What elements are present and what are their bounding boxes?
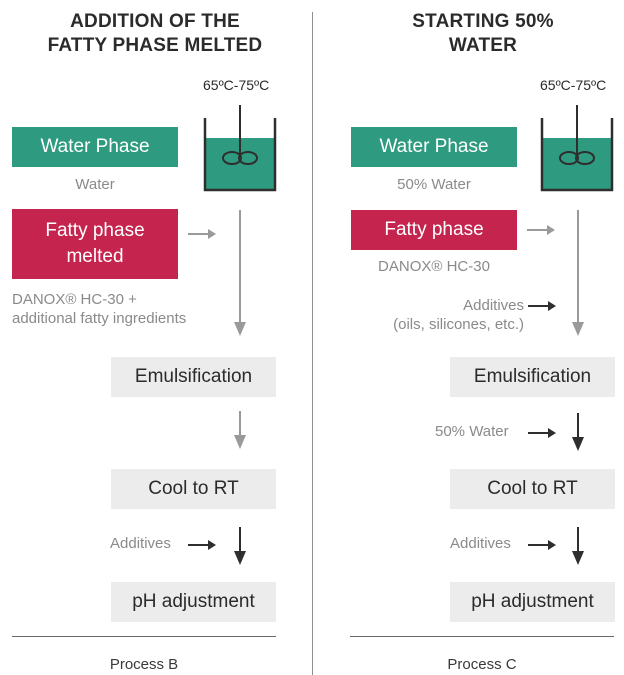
arrow-icon: [572, 527, 584, 565]
fatty-phase-note: DANOX® HC-30 + additional fatty ingredie…: [12, 291, 187, 327]
process-c-temperature: 65ºC-75ºC: [540, 77, 607, 93]
arrow-icon: [528, 301, 556, 311]
column-divider: [312, 12, 313, 675]
process-c-caption: Process C: [447, 656, 517, 673]
arrow-icon: [188, 540, 216, 550]
mixing-tank-icon: [540, 105, 614, 192]
fatty-phase-sub: DANOX® HC-30: [378, 258, 490, 275]
arrow-icon: [572, 210, 584, 336]
step-emulsification: Emulsification: [111, 357, 276, 397]
arrow-icon: [528, 540, 556, 550]
arrow-icon: [528, 428, 556, 438]
arrow-icon: [572, 413, 584, 451]
step-ph-adjustment: pH adjustment: [111, 582, 276, 622]
water-phase-sub: 50% Water: [397, 176, 471, 193]
arrow-icon: [527, 225, 555, 235]
step-emulsification: Emulsification: [450, 357, 615, 397]
step-cool-to-rt: Cool to RT: [111, 469, 276, 509]
fatty-phase-box: Fatty phase: [351, 210, 517, 250]
process-b-caption: Process B: [109, 656, 179, 673]
water-phase-sub: Water: [75, 176, 115, 193]
process-b-title: ADDITION OF THE FATTY PHASE MELTED: [47, 11, 263, 56]
caption-rule: [12, 636, 276, 637]
caption-rule: [350, 636, 614, 637]
additives-label: Additives: [110, 535, 171, 552]
fatty-phase-box: Fatty phase melted: [12, 209, 178, 279]
water-phase-box: Water Phase: [12, 127, 178, 167]
arrow-icon: [188, 229, 216, 239]
step-cool-to-rt: Cool to RT: [450, 469, 615, 509]
water-phase-box: Water Phase: [351, 127, 517, 167]
water-addition-label: 50% Water: [435, 423, 509, 440]
mixing-tank-icon: [203, 105, 277, 192]
arrow-icon: [234, 527, 246, 565]
additives-label: Additives: [450, 535, 511, 552]
process-b-temperature: 65ºC-75ºC: [203, 77, 270, 93]
process-c-title: STARTING 50% WATER: [412, 11, 554, 56]
arrow-icon: [234, 210, 246, 336]
additives-oils-label: Additives (oils, silicones, etc.): [393, 297, 524, 333]
arrow-icon: [234, 411, 246, 449]
step-ph-adjustment: pH adjustment: [450, 582, 615, 622]
